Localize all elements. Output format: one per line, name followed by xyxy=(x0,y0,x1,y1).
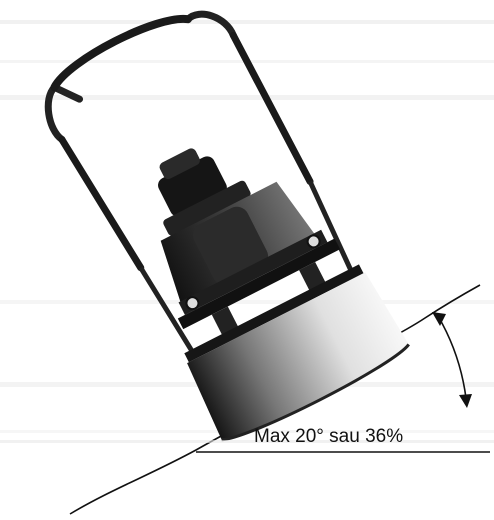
angle-arc-arrow-icon xyxy=(432,312,472,408)
max-slope-label: Max 20° sau 36% xyxy=(254,426,404,447)
label-band xyxy=(0,440,494,443)
vibratory-plate-compactor-icon xyxy=(44,10,410,442)
